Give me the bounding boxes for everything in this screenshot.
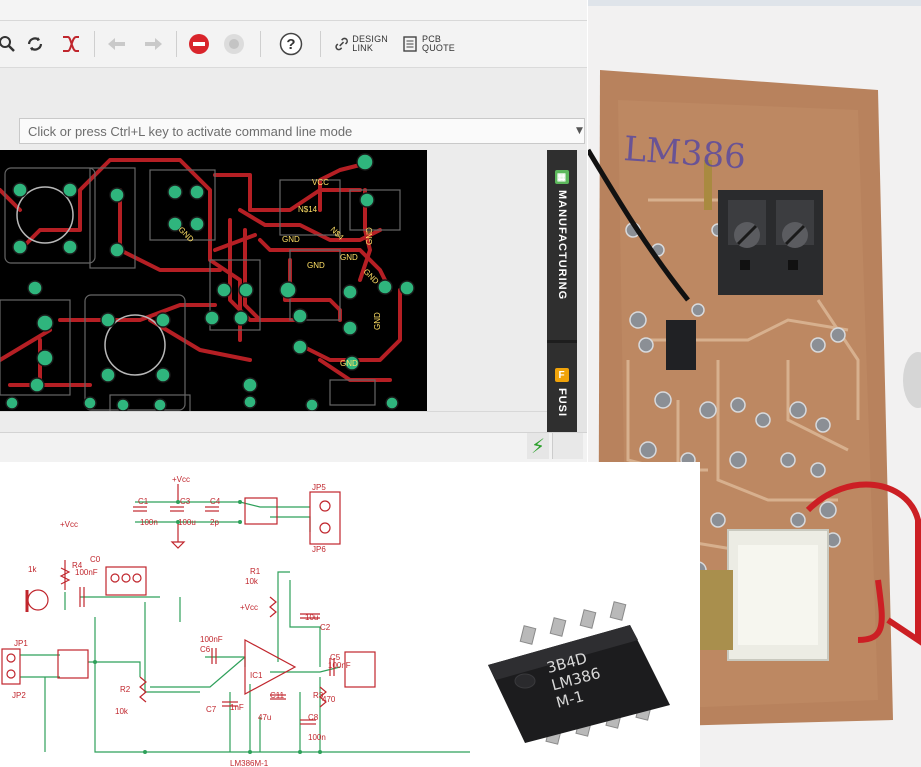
chevron-down-icon[interactable]: ▼ [576, 126, 583, 136]
tab-manufacturing[interactable]: ▦ MANUFACTURING [547, 164, 577, 334]
component-label: C5 [330, 653, 341, 662]
net-label: GND [373, 312, 382, 330]
component-value: 470 [322, 695, 336, 704]
component-label: C8 [308, 713, 319, 722]
component-label: C4 [210, 497, 221, 506]
component-label: IC1 [250, 671, 263, 680]
ratsnest-icon[interactable] [58, 29, 84, 59]
design-link-label: DESIGN [352, 34, 388, 44]
pcb-layout: VCC N$14 N$4 GND GND GND GND GND GND GND… [0, 153, 415, 411]
toolbar-separator [176, 31, 177, 57]
command-line-input[interactable]: Click or press Ctrl+L key to activate co… [19, 118, 585, 144]
board-canvas[interactable]: VCC N$14 N$4 GND GND GND GND GND GND GND… [0, 150, 427, 411]
component-label: LM386M-1 [230, 759, 269, 767]
component-value: 1nF [230, 703, 244, 712]
toolbar-separator [94, 31, 95, 57]
help-icon: ? [286, 35, 296, 53]
component-label: C0 [90, 555, 101, 564]
status-bar [0, 432, 587, 462]
handwritten-label: LM386 [622, 129, 747, 177]
component-label: C3 [180, 497, 191, 506]
net-label: GND [340, 253, 358, 262]
component-label: C2 [320, 623, 331, 632]
toolbar-separator [320, 31, 321, 57]
lightning-icon[interactable]: ⚡ [527, 433, 549, 459]
side-panel: ▦ MANUFACTURING F FUSI [547, 150, 577, 432]
component-label: R4 [72, 561, 83, 570]
pcb-quote-label: PCB [422, 34, 442, 44]
tab-label: MANUFACTURING [556, 190, 568, 301]
schematic-drawing: C1 100n C3 100u C4 2p JP5 JP6 +Vcc +Vcc … [1, 475, 580, 767]
component-value: 10k [245, 577, 259, 586]
net-label: N$14 [298, 205, 318, 214]
component-value: 10u [305, 613, 318, 622]
redraw-icon[interactable] [23, 29, 47, 59]
component-value: 2p [210, 518, 219, 527]
pcb-photo-image: LM386 [588, 0, 921, 767]
component-value: 100n [308, 733, 326, 742]
design-link-label: LINK [352, 43, 374, 53]
redo-icon[interactable] [140, 29, 166, 59]
document-icon [403, 36, 417, 52]
toolbar: ? DESIGN LINK PCB QUOTE [0, 21, 587, 68]
component-value: 1k [28, 565, 37, 574]
component-value: 100nF [200, 635, 223, 644]
component-value: 100nF [328, 661, 351, 670]
go-icon[interactable] [221, 29, 247, 59]
panel-strip [577, 150, 587, 432]
pcb-quote-button[interactable]: PCB QUOTE [403, 29, 457, 59]
component-label: JP6 [312, 545, 326, 554]
stop-icon[interactable] [186, 29, 212, 59]
component-value: 100n [140, 518, 158, 527]
tab-divider [547, 340, 577, 343]
component-value: 100u [178, 518, 196, 527]
component-label: C7 [206, 705, 217, 714]
supply-label: +Vcc [172, 475, 190, 484]
status-cell [552, 433, 583, 459]
net-label: GND [340, 359, 358, 368]
component-label: C6 [200, 645, 211, 654]
supply-label: +Vcc [60, 520, 78, 529]
board-scroll-area [427, 150, 547, 411]
component-label: C11 [270, 691, 285, 700]
net-label: VCC [312, 178, 329, 187]
undo-icon[interactable] [104, 29, 130, 59]
component-value: 10k [115, 707, 129, 716]
tab-fusion[interactable]: F FUSI [547, 362, 577, 432]
net-label: GND [307, 261, 325, 270]
lm386-chip-image: 3B4D LM386 M-1 [470, 585, 700, 767]
design-link-button[interactable]: DESIGN LINK [334, 29, 388, 59]
component-label: C1 [138, 497, 149, 506]
help-button[interactable]: ? [276, 29, 306, 59]
tab-label: FUSI [556, 388, 568, 418]
component-label: JP5 [312, 483, 326, 492]
chip-photo: 3B4D LM386 M-1 [470, 585, 700, 767]
net-label: GND [282, 235, 300, 244]
net-label: GND [365, 227, 374, 245]
chip-icon: ▦ [555, 170, 569, 184]
component-value: 100nF [75, 568, 98, 577]
component-label: JP1 [14, 639, 28, 648]
supply-label: +Vcc [240, 603, 258, 612]
component-label: R2 [120, 685, 131, 694]
eagle-window: ? DESIGN LINK PCB QUOTE Click or press C… [0, 0, 587, 462]
horizontal-scrollbar[interactable] [0, 411, 547, 433]
fusion-icon: F [555, 368, 569, 382]
component-label: R1 [250, 567, 261, 576]
pcb-quote-label: QUOTE [422, 43, 456, 53]
component-label: JP2 [12, 691, 26, 700]
zoom-icon[interactable] [0, 29, 18, 59]
window-titlebar [0, 0, 587, 21]
component-value: 47u [258, 713, 271, 722]
link-icon [335, 37, 348, 51]
toolbar-separator [260, 31, 261, 57]
component-label: R3 [313, 691, 324, 700]
